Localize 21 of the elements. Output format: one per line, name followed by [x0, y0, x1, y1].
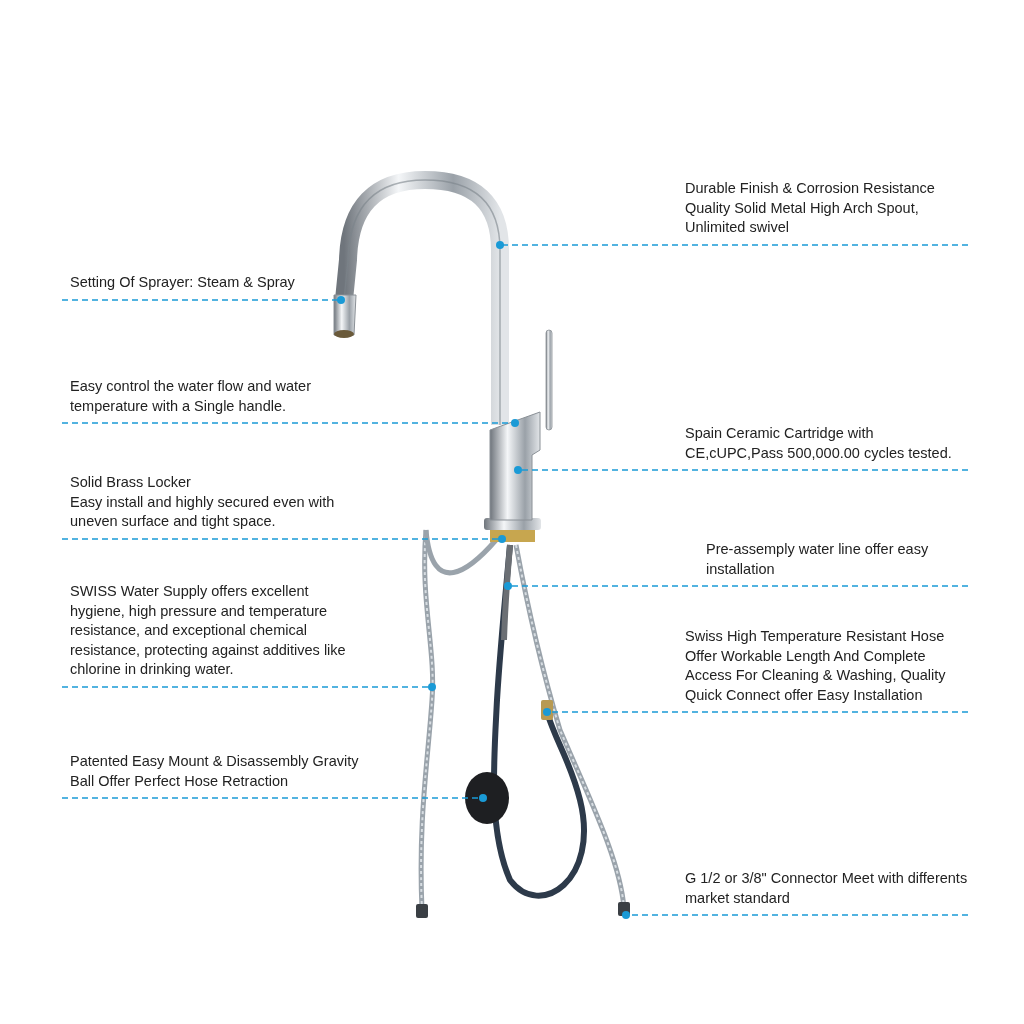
leader-line [61, 419, 519, 427]
callout-text: Durable Finish & Corrosion Resistance Quality Solid Metal High Arch Spout, Unlimited swivel [677, 179, 968, 245]
leader-line [543, 708, 969, 716]
callout-text: Spain Ceramic Cartridge with CE,cUPC,Pass 500,000.00 cycles tested. [677, 424, 968, 470]
callout-text: Pre-assemply water line offer easy installation [698, 540, 968, 586]
leader-line [504, 582, 969, 590]
leader-line [61, 296, 345, 304]
leader-line [514, 466, 969, 474]
callout-heading: Solid Brass Locker [70, 473, 192, 492]
callout-text: Easy install and highly secured even with uneven surface and tight space. [70, 492, 336, 531]
leader-line [61, 794, 487, 802]
callout-text: SWISS Water Supply offers excellent hygiene, high pressure and temperature resistance, and exceptional chemical resistance, protecting against additives like chlorine in drinking water. [62, 582, 362, 687]
leader-line [622, 911, 969, 919]
leader-line [61, 683, 436, 691]
callout-text: Swiss High Temperature Resistant Hose Offer Workable Length And Complete Access For Cleaning & Washing, Quality Quick Connect offer Easy Installation [677, 627, 968, 712]
callout-text: Patented Easy Mount & Disassembly Gravity Ball Offer Perfect Hose Retraction [62, 752, 362, 798]
callout-text: G 1/2 or 3/8" Connector Meet with differents market standard [677, 869, 968, 915]
callout-text: Setting Of Sprayer: Steam & Spray [62, 273, 332, 300]
leader-line [61, 535, 506, 543]
leader-line [496, 241, 969, 249]
callout-text: Easy control the water flow and water temperature with a Single handle. [62, 377, 352, 423]
